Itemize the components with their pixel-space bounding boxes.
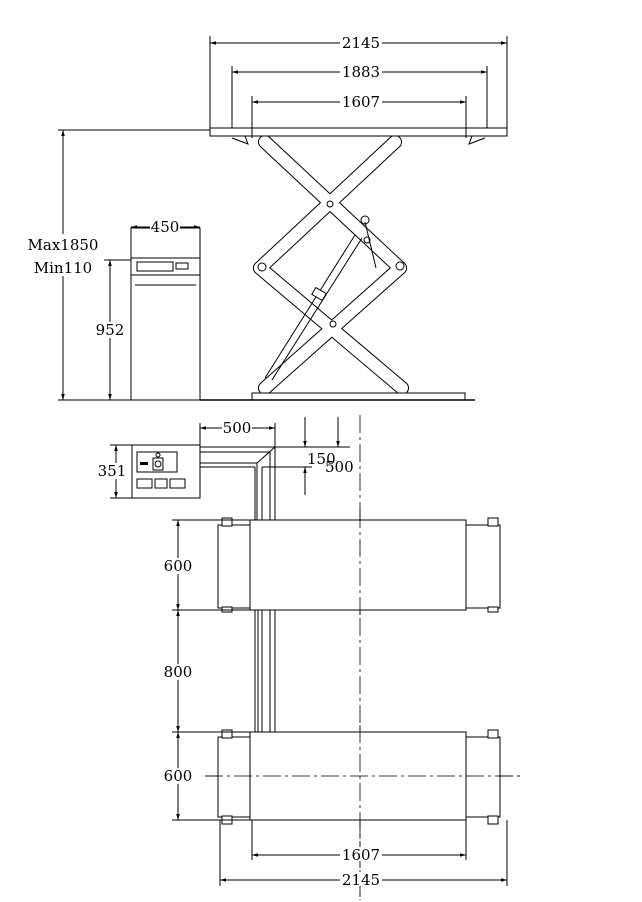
- platform-1: [217, 510, 501, 615]
- dimension-1883: 1883: [231, 63, 488, 128]
- dimension-2145-top: 2145: [209, 34, 508, 128]
- dim-label: 2145: [342, 871, 380, 889]
- dim-label: 2145: [342, 34, 380, 52]
- dim-label: 450: [151, 218, 180, 236]
- dim-label: 1883: [342, 63, 380, 81]
- platform-2: [205, 725, 522, 900]
- control-console-top: [131, 444, 201, 499]
- plan-view: 500 351 150 500: [98, 415, 522, 900]
- dim-label: Min110: [34, 259, 92, 277]
- dimension-150-500: 150 500: [262, 417, 354, 555]
- hydraulic-hose-channel: [200, 446, 276, 522]
- dim-label: 351: [98, 462, 127, 480]
- dim-label: 952: [96, 321, 125, 339]
- control-console-side: [130, 227, 201, 401]
- dim-label: 150: [307, 450, 336, 468]
- dim-label: 500: [223, 419, 252, 437]
- dim-label: Max1850: [28, 236, 99, 254]
- dimension-2145-bottom: 2145: [219, 820, 508, 889]
- base-frame: [251, 392, 466, 401]
- ramp-ends: [212, 135, 505, 145]
- dimension-1607-bottom: 1607: [251, 820, 467, 864]
- dimension-500-hose: 500: [199, 419, 276, 447]
- dimension-1607-top: 1607: [251, 93, 467, 128]
- dim-label: 1607: [342, 93, 380, 111]
- center-rails: [254, 610, 276, 732]
- dim-label: 600: [164, 767, 193, 785]
- runway-platform: [209, 127, 508, 137]
- side-view: 2145 1883 1607: [28, 34, 508, 401]
- dimension-450: 450: [131, 218, 200, 236]
- dimension-952: 952: [96, 259, 131, 401]
- dim-label: 500: [325, 458, 354, 476]
- dimension-height: Max1850 Min110: [28, 129, 210, 401]
- dim-label: 800: [164, 663, 193, 681]
- scissor-arms: [253, 135, 409, 395]
- dimension-600-800-600: 600 800 600: [164, 519, 250, 821]
- dim-label: 1607: [342, 846, 380, 864]
- dim-label: 600: [164, 557, 193, 575]
- dimension-351: 351: [98, 444, 132, 499]
